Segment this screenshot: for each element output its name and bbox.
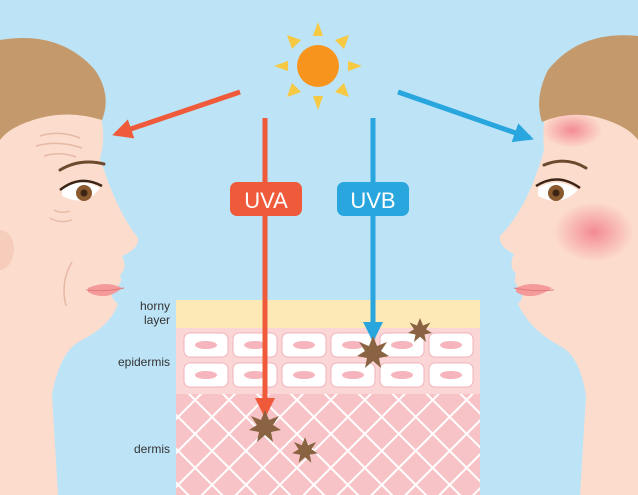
uva-arrows xyxy=(112,89,275,418)
dermis-label: dermis xyxy=(134,442,170,456)
dermis-layer xyxy=(176,394,480,495)
uvb-badge: UVB xyxy=(337,182,409,216)
uva-label: UVA xyxy=(244,188,288,213)
epidermis-label: epidermis xyxy=(118,355,170,369)
left-face-aged xyxy=(0,38,139,495)
horny-layer xyxy=(176,300,480,328)
epidermis-cells xyxy=(183,332,474,388)
uva-arrow-to-left-face xyxy=(112,89,241,139)
right-face-sunburn xyxy=(499,35,638,495)
cell-nuclei xyxy=(195,341,462,379)
uva-badge: UVA xyxy=(230,182,302,216)
horny-layer-label-line1: horny xyxy=(140,299,170,313)
uvb-arrow-to-right-face xyxy=(397,89,534,143)
sun-icon xyxy=(274,22,362,110)
uvb-arrows xyxy=(363,89,534,342)
skin-cross-section xyxy=(176,300,480,495)
horny-layer-label-line2: layer xyxy=(144,313,170,327)
uvb-label: UVB xyxy=(350,188,395,213)
spot-icon xyxy=(249,318,432,463)
